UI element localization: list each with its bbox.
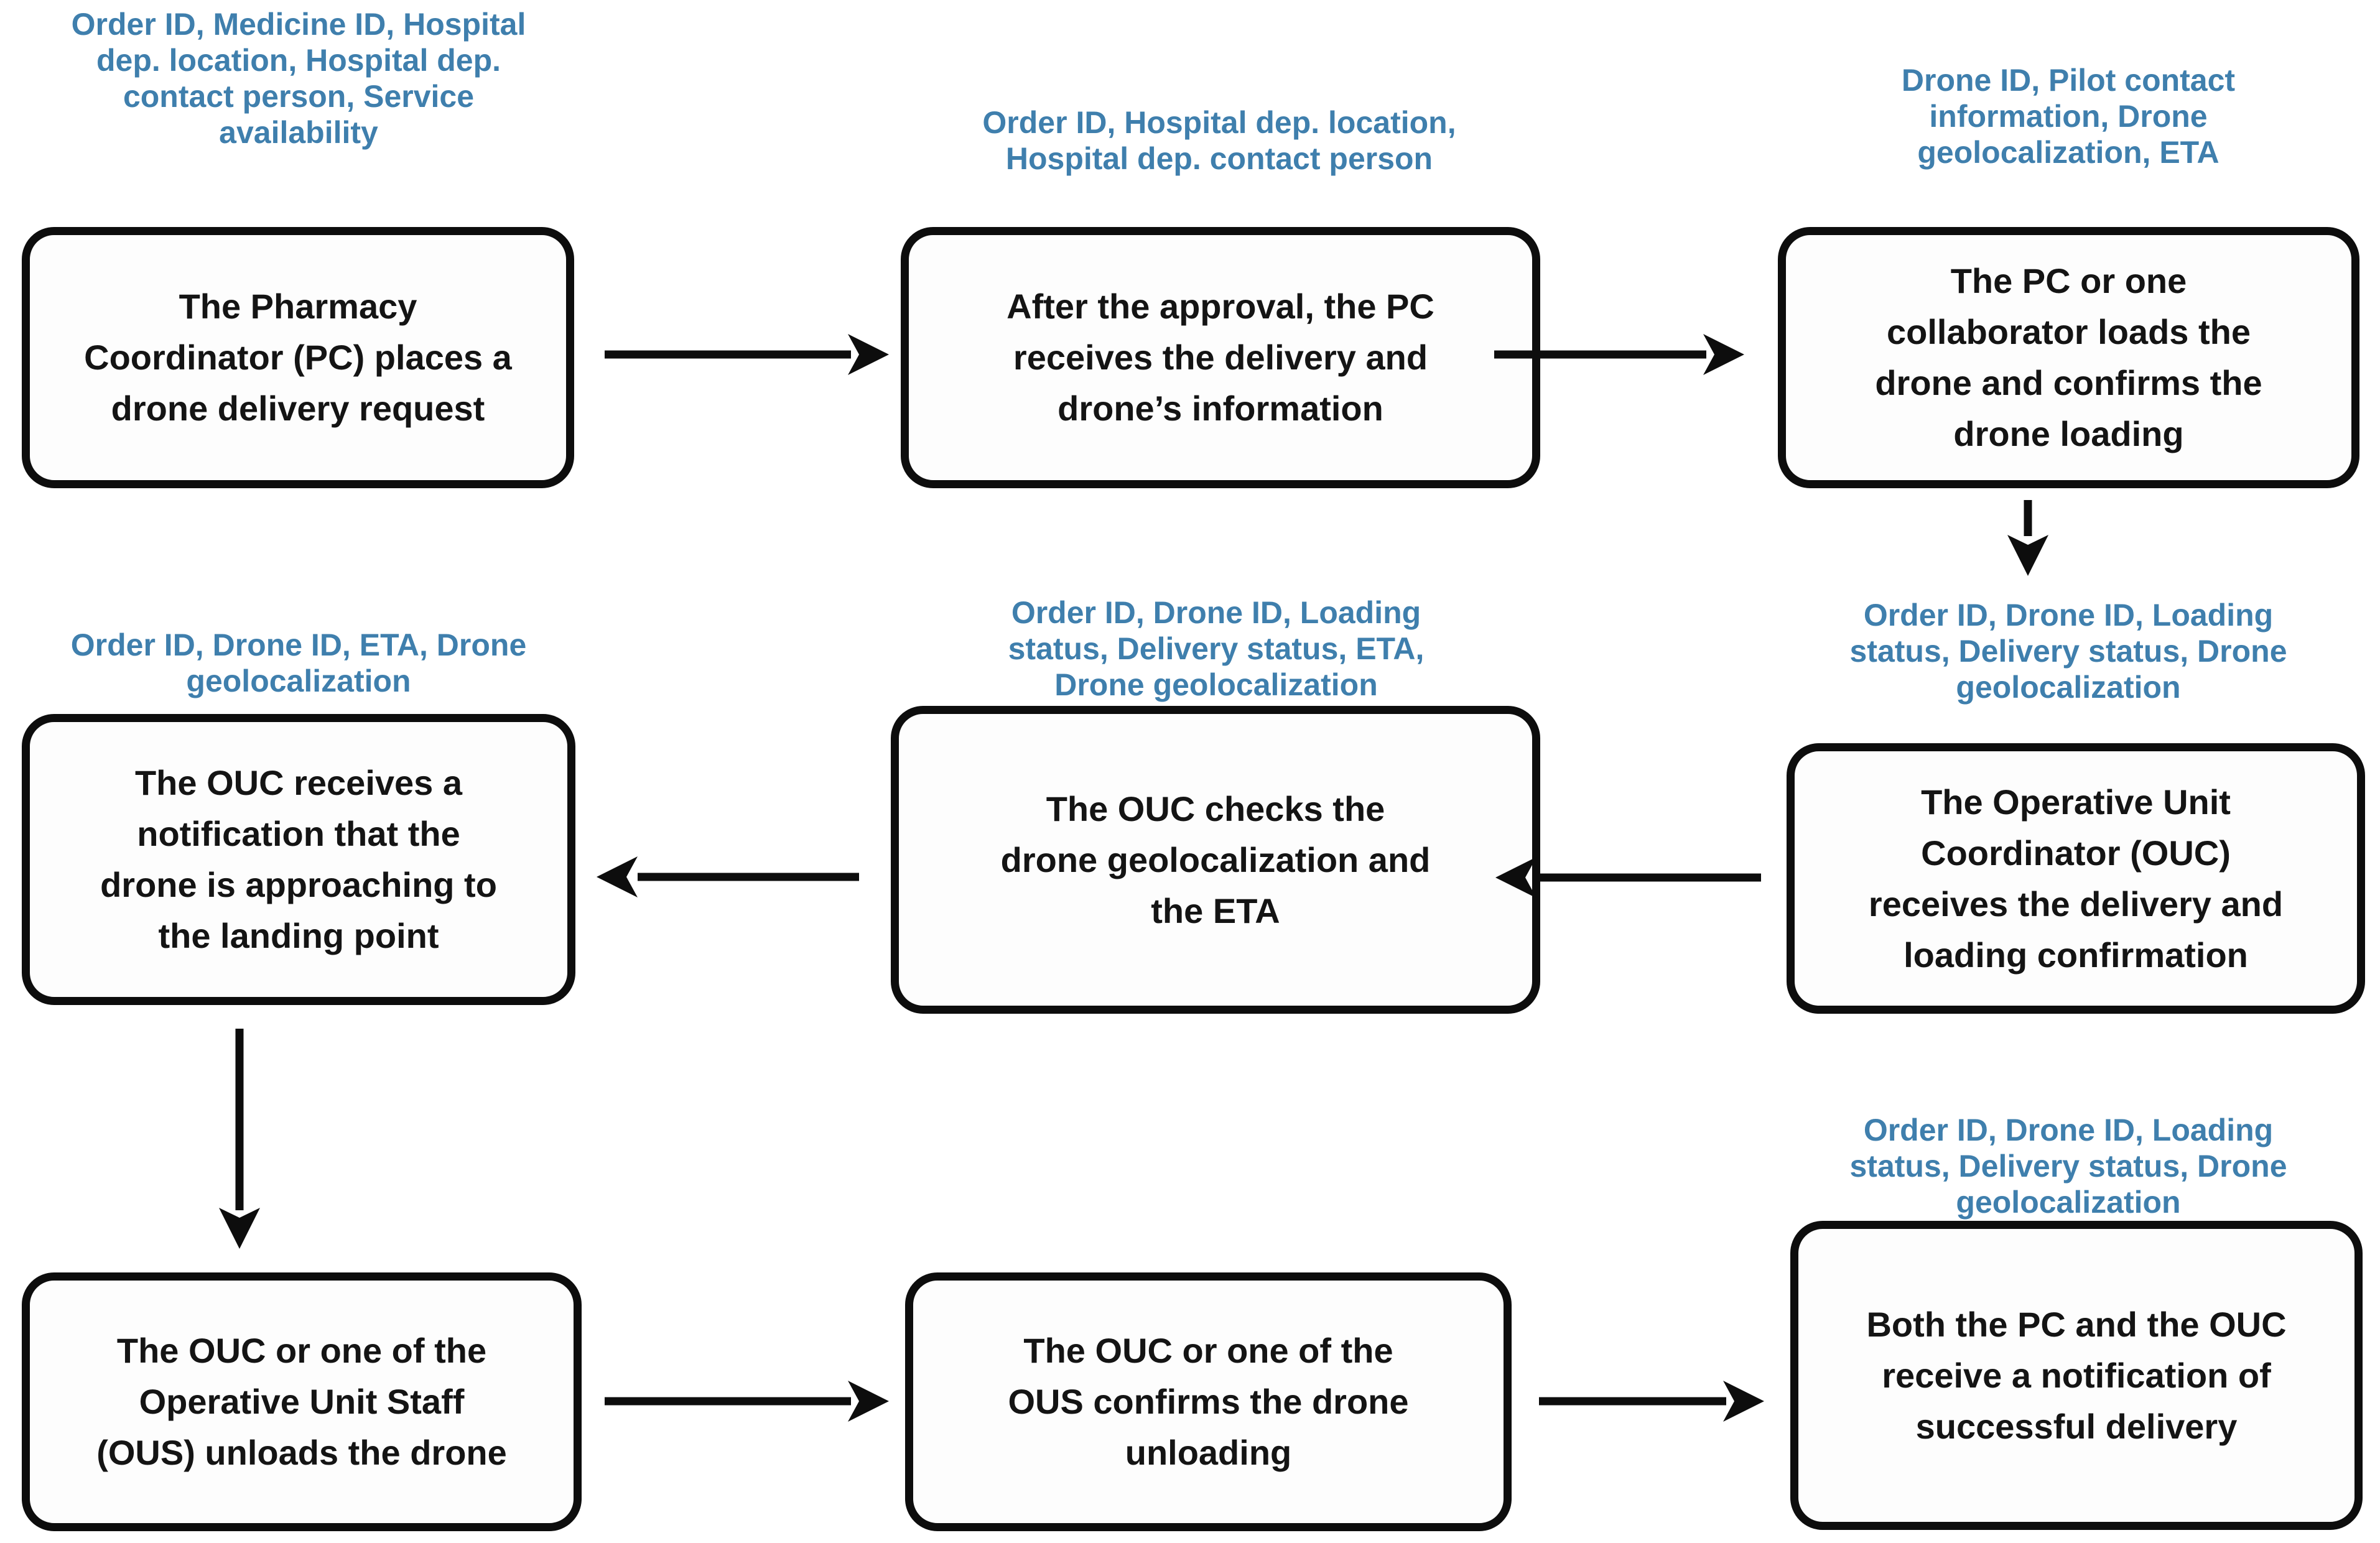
data-fields-label-step5: Order ID, Drone ID, Loading status, Deli…	[1008, 595, 1425, 702]
step-box-ous-confirms-unloading: The OUC or one of the OUS confirms the d…	[905, 1272, 1512, 1531]
arrow-step5-to-step6-icon	[597, 856, 859, 897]
arrow-step2-to-step3-icon	[1494, 334, 1744, 375]
step-box-ouc-checks-geolocalization: The OUC checks the drone geolocalization…	[891, 706, 1540, 1014]
arrow-step6-to-step7-icon	[219, 1029, 260, 1249]
step-text-pc-places-request: The Pharmacy Coordinator (PC) places a d…	[84, 287, 512, 428]
arrow-step1-to-step2-icon	[605, 334, 889, 375]
step-text-ouc-notified-approaching: The OUC receives a notification that the…	[100, 763, 497, 955]
step-box-pc-places-request: The Pharmacy Coordinator (PC) places a d…	[22, 227, 574, 488]
step-box-ouc-notified-approaching: The OUC receives a notification that the…	[22, 714, 575, 1005]
data-fields-label-step4: Order ID, Drone ID, Loading status, Deli…	[1849, 598, 2287, 705]
step-text-ous-unloads-drone: The OUC or one of the Operative Unit Sta…	[96, 1331, 507, 1472]
arrow-step8-to-step9-icon	[1539, 1381, 1764, 1422]
data-fields-label-step6: Order ID, Drone ID, ETA, Drone geolocali…	[70, 628, 527, 698]
arrow-step3-to-step4-icon	[2007, 500, 2048, 576]
step-text-pc-loads-drone: The PC or one collaborator loads the dro…	[1875, 261, 2262, 453]
step-text-ouc-receives-confirmation: The Operative Unit Coordinator (OUC) rec…	[1868, 782, 2284, 975]
step-box-delivery-success-notification: Both the PC and the OUC receive a notifi…	[1790, 1221, 2363, 1530]
data-fields-label-step9: Order ID, Drone ID, Loading status, Deli…	[1849, 1113, 2287, 1220]
step-box-pc-loads-drone: The PC or one collaborator loads the dro…	[1778, 227, 2359, 488]
data-fields-label-step1: Order ID, Medicine ID, Hospital dep. loc…	[71, 7, 526, 150]
step-text-delivery-success-notification: Both the PC and the OUC receive a notifi…	[1866, 1304, 2287, 1446]
step-box-pc-receives-info: After the approval, the PC receives the …	[901, 227, 1540, 488]
step-text-pc-receives-info: After the approval, the PC receives the …	[1006, 287, 1434, 428]
step-text-ous-confirms-unloading: The OUC or one of the OUS confirms the d…	[1008, 1331, 1409, 1472]
step-box-ous-unloads-drone: The OUC or one of the Operative Unit Sta…	[22, 1272, 582, 1531]
step-box-ouc-receives-confirmation: The Operative Unit Coordinator (OUC) rec…	[1787, 743, 2365, 1014]
step-text-ouc-checks-geolocalization: The OUC checks the drone geolocalization…	[1000, 789, 1431, 930]
data-fields-label-step2: Order ID, Hospital dep. location, Hospit…	[982, 105, 1456, 176]
arrow-step7-to-step8-icon	[605, 1381, 889, 1422]
arrow-step4-to-step5-icon	[1495, 857, 1761, 898]
data-fields-label-step3: Drone ID, Pilot contact information, Dro…	[1901, 63, 2236, 170]
